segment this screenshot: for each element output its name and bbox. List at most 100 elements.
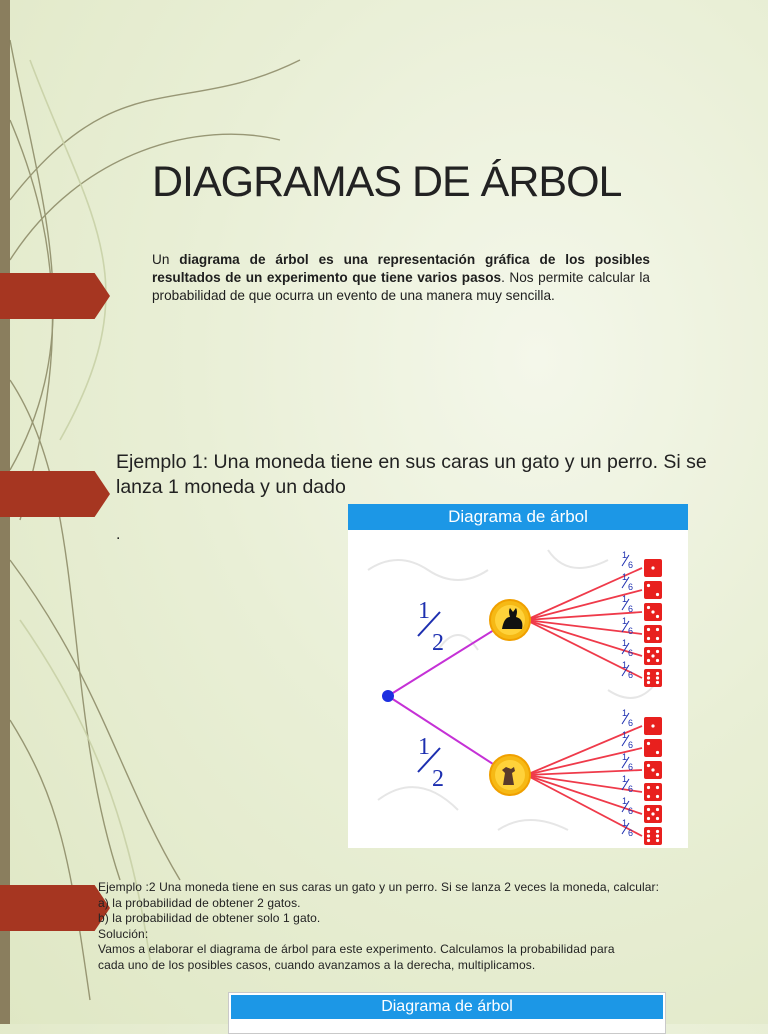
die-pip [655,816,660,821]
accent-arrow-1 [0,273,110,319]
die-probability-denominator: 6 [628,648,633,658]
die-probability-denominator: 6 [628,740,633,750]
die-pip [655,680,660,685]
background-doodle [367,559,489,581]
tree-branch [387,695,511,776]
die-pip [655,794,660,799]
die-probability-slash [621,712,630,725]
die-pip [646,763,651,768]
die-pip [655,627,660,632]
die-pip [655,750,660,755]
die-probability-slash [621,598,630,611]
die-pip [655,636,660,641]
die-pip [646,741,651,746]
die-probability-numerator: 1 [622,594,627,604]
die-pip [646,583,651,588]
die-branch [525,589,643,621]
die-pip [655,834,660,838]
example-2-block: Ejemplo :2 Una moneda tiene en sus caras… [98,880,748,973]
die-pip [651,566,655,570]
cat-icon [502,608,523,629]
die-branch [525,774,643,837]
die-pip [646,676,651,680]
die-pip [646,834,651,838]
die-pip [655,649,660,654]
die-pip [646,680,651,685]
die-pip [646,807,651,812]
die-face-2 [644,739,662,757]
dot-marker: . [116,526,121,543]
die-pip [651,812,655,816]
die-face-2 [644,581,662,599]
die-probability-slash [621,800,630,813]
page-title: DIAGRAMAS DE ÁRBOL [152,158,622,206]
die-pip [646,829,651,834]
tree-branch [387,619,511,697]
die-probability-denominator: 6 [628,784,633,794]
die-pip [646,649,651,654]
die-face-6 [644,669,662,687]
die-probability-numerator: 1 [622,774,627,784]
die-pip [646,658,651,663]
dog-icon [502,767,515,785]
die-probability-slash [621,734,630,747]
background-doodle [547,549,609,569]
die-probability-denominator: 6 [628,626,633,636]
die-pip [646,794,651,799]
intro-text-1: Un [152,252,180,267]
die-probability-numerator: 1 [622,660,627,670]
die-pip [651,724,655,728]
die-branch [525,567,643,621]
die-pip [655,785,660,790]
die-pip [646,671,651,676]
die-branch [525,725,643,776]
die-probability-denominator: 6 [628,604,633,614]
die-pip [655,676,660,680]
die-pip [655,592,660,597]
die-face-4 [644,625,662,643]
background-doodle [497,819,569,831]
die-probability-numerator: 1 [622,796,627,806]
die-pip [655,658,660,663]
die-branch [525,774,643,815]
die-probability-numerator: 1 [622,616,627,626]
die-pip [655,807,660,812]
die-probability-slash [621,822,630,835]
die-probability-slash [621,756,630,769]
root-node [382,690,394,702]
background-doodle [437,634,479,651]
die-probability-slash [621,664,630,677]
die-pip [655,838,660,843]
die-probability-denominator: 6 [628,670,633,680]
die-probability-numerator: 1 [622,730,627,740]
die-branch [525,619,643,657]
die-face-4 [644,783,662,801]
branch-probability-slash [417,747,441,773]
die-branch [525,619,643,679]
intro-paragraph: Un diagrama de árbol es una representaci… [152,251,650,305]
die-probability-slash [621,576,630,589]
background-doodle [377,786,459,811]
branch-probability-numerator: 1 [418,734,430,760]
die-probability-denominator: 6 [628,582,633,592]
die-probability-denominator: 6 [628,560,633,570]
die-probability-denominator: 6 [628,828,633,838]
die-probability-numerator: 1 [622,638,627,648]
example-2-line: b) la probabilidad de obtener solo 1 gat… [98,911,321,925]
die-branch [525,747,643,776]
die-probability-denominator: 6 [628,762,633,772]
diagram-2-title: Diagrama de árbol [231,995,663,1019]
die-probability-denominator: 6 [628,718,633,728]
die-probability-numerator: 1 [622,708,627,718]
example-2-line: Solución: [98,926,149,941]
die-pip [646,816,651,821]
accent-arrow-2 [0,471,110,517]
die-branch [525,611,643,621]
die-probability-numerator: 1 [622,572,627,582]
intro-bold-text: diagrama de árbol es una representación … [152,252,650,285]
accent-arrow-3 [0,885,110,931]
die-probability-slash [621,554,630,567]
die-pip [651,768,655,772]
